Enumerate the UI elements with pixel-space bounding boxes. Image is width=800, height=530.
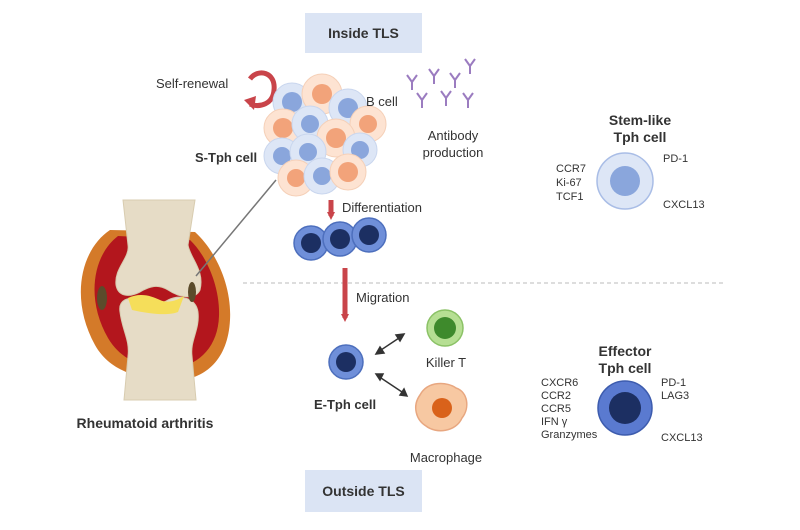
stem-like-marker: CCR7 (556, 163, 586, 175)
killer-t-label: Killer T (426, 355, 466, 370)
effector-marker: IFN γ (541, 416, 568, 428)
self-renewal-label: Self-renewal (156, 76, 228, 91)
effector-marker: CCR5 (541, 403, 571, 415)
zoom-pointer-line (195, 179, 277, 277)
inside-tls-box: Inside TLS (305, 13, 422, 53)
self-renewal-arrow-icon (244, 70, 277, 110)
effector-title-line1: Effector (599, 343, 652, 359)
effector-marker: CXCR6 (541, 377, 578, 389)
effector-marker: CCR2 (541, 390, 571, 402)
killer-t-interaction-arrow-icon (374, 333, 406, 355)
effector-pd1: PD-1 (661, 377, 686, 389)
effector-cell-group (293, 217, 387, 261)
stem-like-marker: TCF1 (556, 191, 584, 203)
s-tph-cell-cluster (263, 73, 387, 197)
stem-like-title-line1: Stem-like (609, 112, 671, 128)
effector-cxcl13: CXCL13 (661, 432, 703, 444)
s-tph-label: S-Tph cell (195, 150, 257, 165)
effector-lag3: LAG3 (661, 390, 689, 402)
rheumatoid-arthritis-label: Rheumatoid arthritis (77, 415, 214, 431)
macrophage-label: Macrophage (410, 450, 482, 465)
e-tph-cell-icon (328, 344, 364, 380)
antibody-label-line2: production (423, 145, 484, 160)
stem-like-title-line2: Tph cell (614, 129, 667, 145)
differentiation-label: Differentiation (342, 200, 422, 215)
macrophage-icon (414, 382, 468, 432)
stem-like-pd1: PD-1 (663, 153, 688, 165)
antibody-label-line1: Antibody (428, 128, 479, 143)
antibody-icon (406, 58, 476, 108)
outside-tls-label: Outside TLS (322, 483, 404, 499)
rheumatoid-joint-icon (80, 199, 231, 401)
effector-tph-cell-icon (597, 380, 653, 436)
migration-label: Migration (356, 290, 409, 305)
killer-t-cell-icon (426, 309, 464, 347)
outside-tls-box: Outside TLS (305, 470, 422, 512)
effector-marker: Granzymes (541, 429, 598, 441)
macrophage-interaction-arrow-icon (374, 373, 409, 397)
stem-like-cxcl13: CXCL13 (663, 199, 705, 211)
stem-like-marker: Ki-67 (556, 177, 582, 189)
effector-title-line2: Tph cell (599, 360, 652, 376)
b-cell-label: B cell (366, 94, 398, 109)
stem-like-tph-cell-icon (596, 152, 654, 210)
inside-tls-label: Inside TLS (328, 25, 399, 41)
e-tph-label: E-Tph cell (314, 397, 376, 412)
